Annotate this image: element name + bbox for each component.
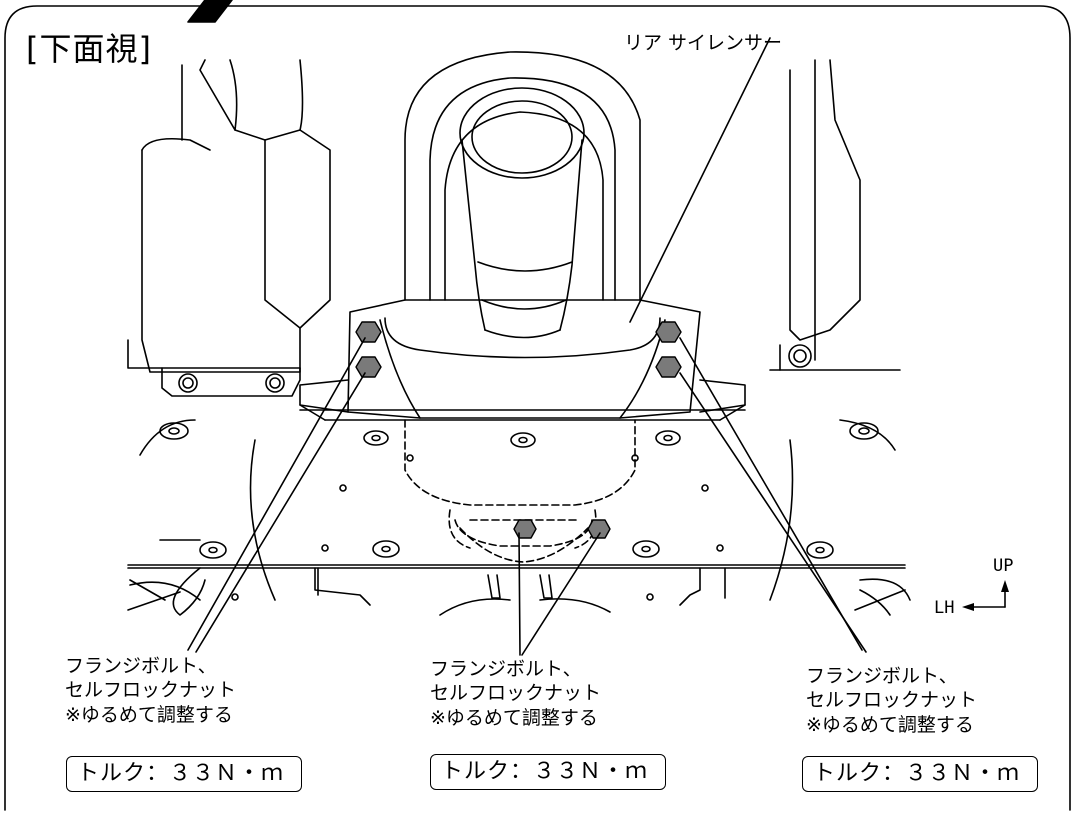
direction-left-label: LH bbox=[934, 598, 955, 618]
fastener-left-line1: フランジボルト、 bbox=[65, 655, 217, 677]
outer-frame bbox=[4, 5, 1071, 811]
part-label-rear-silencer: リア サイレンサー bbox=[624, 32, 783, 54]
fastener-right-line3: ※ゆるめて調整する bbox=[806, 713, 974, 736]
header-tab bbox=[187, 0, 233, 23]
fastener-right-line2: セルフロックナット bbox=[806, 689, 978, 712]
fastener-left-line3: ※ゆるめて調整する bbox=[65, 703, 233, 726]
fastener-left-line2: セルフロックナット bbox=[65, 679, 237, 702]
torque-box-center: トルク：３３Ｎ・ｍ bbox=[430, 754, 666, 790]
fastener-center-line2: セルフロックナット bbox=[430, 682, 602, 705]
torque-box-right: トルク：３３Ｎ・ｍ bbox=[802, 756, 1038, 792]
direction-up-label: UP bbox=[993, 556, 1014, 576]
torque-box-left: トルク：３３Ｎ・ｍ bbox=[66, 756, 302, 792]
fastener-right-line1: フランジボルト、 bbox=[806, 665, 958, 687]
fastener-center-line1: フランジボルト、 bbox=[430, 658, 582, 680]
fastener-center-line3: ※ゆるめて調整する bbox=[430, 706, 598, 729]
fastener-callout-left: フランジボルト、 セルフロックナット ※ゆるめて調整する bbox=[65, 654, 236, 727]
view-title: [下面視] bbox=[26, 30, 152, 68]
fastener-callout-center: フランジボルト、 セルフロックナット ※ゆるめて調整する bbox=[430, 657, 601, 730]
fastener-callout-right: フランジボルト、 セルフロックナット ※ゆるめて調整する bbox=[806, 664, 977, 737]
